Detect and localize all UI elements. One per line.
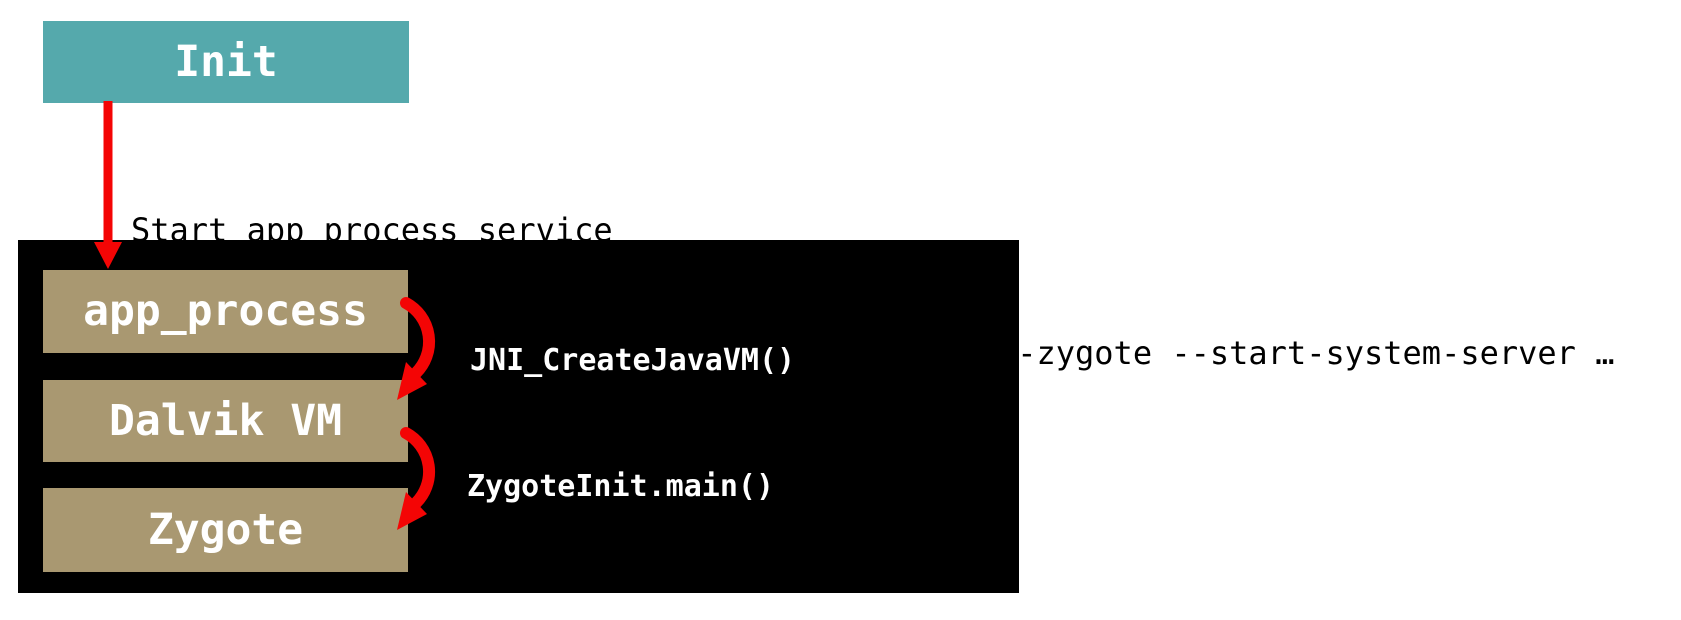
- dalvik-vm-label: Dalvik VM: [109, 395, 342, 446]
- annotation-line-1: Start app_process service: [131, 211, 613, 249]
- jni-createjavavm-label: JNI_CreateJavaVM(): [470, 343, 796, 378]
- zygoteinit-main-label: ZygoteInit.main(): [467, 469, 775, 504]
- zygote-label: Zygote: [147, 504, 304, 555]
- app-process-box: app_process: [43, 270, 408, 353]
- app-process-label: app_process: [83, 286, 368, 336]
- init-box-label: Init: [174, 36, 278, 87]
- zygote-box: Zygote: [43, 488, 408, 572]
- init-box: Init: [43, 21, 409, 103]
- dalvik-vm-box: Dalvik VM: [43, 380, 408, 462]
